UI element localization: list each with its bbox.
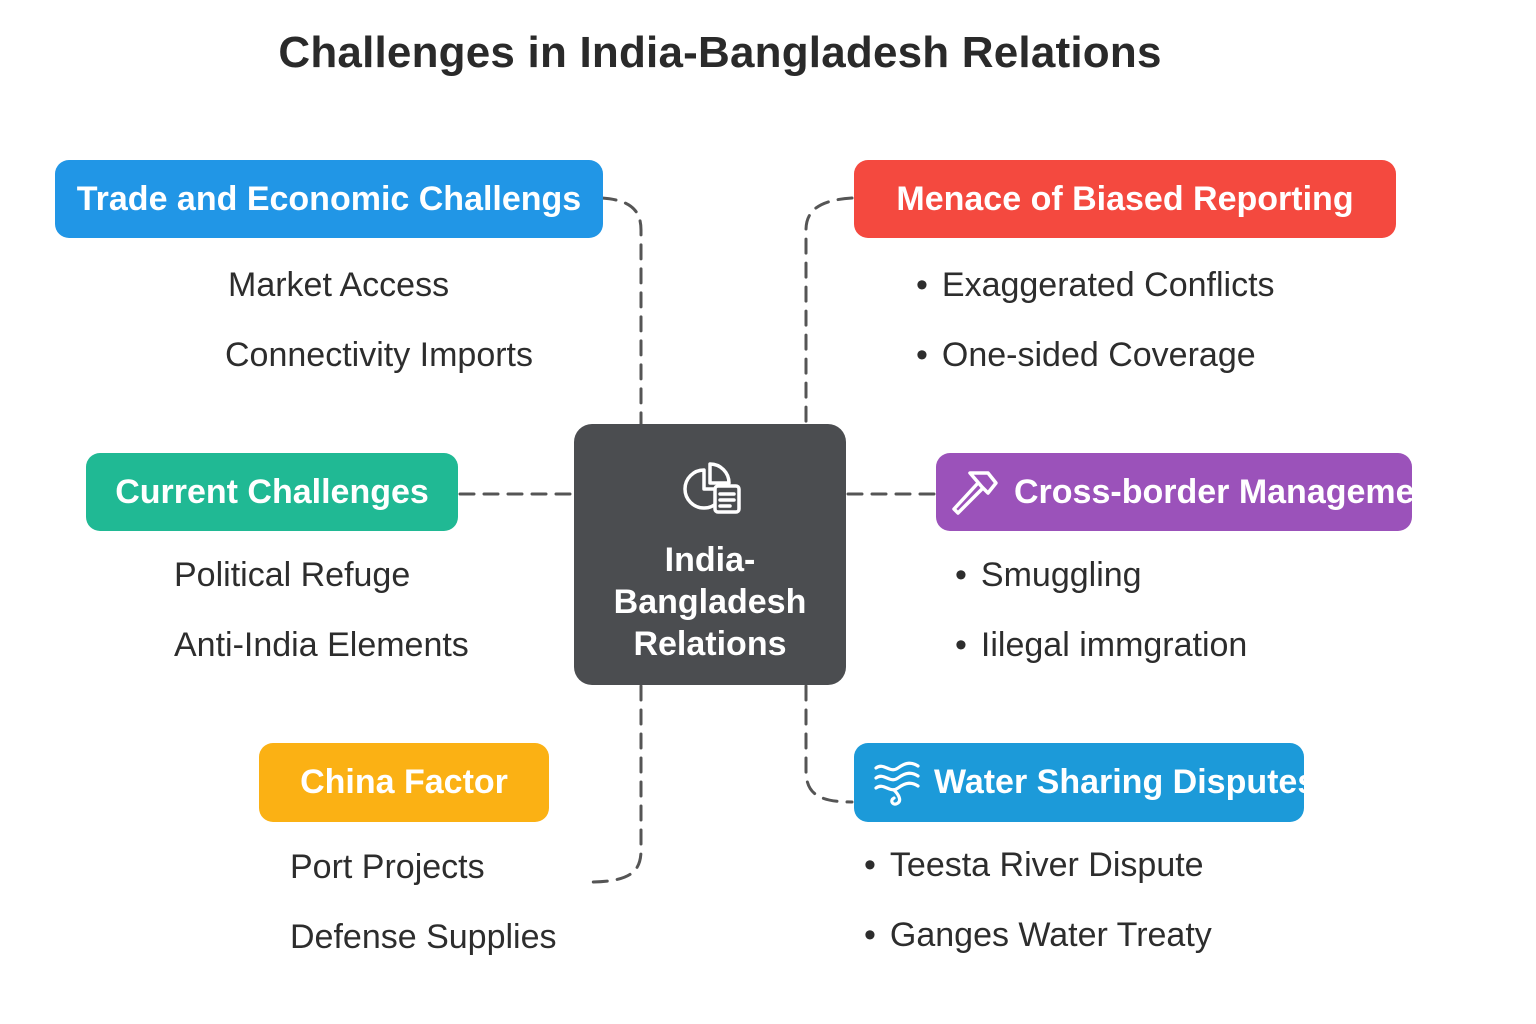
- bullet: •: [916, 336, 928, 374]
- trade-item-1: Market Access: [228, 266, 450, 304]
- media-item-2: • One-sided Coverage: [916, 336, 1256, 375]
- water-sharing-label: Water Sharing Disputes: [934, 763, 1304, 801]
- border-item-2: • Iilegal immgration: [955, 626, 1247, 665]
- water-item-1-text: Teesta River Dispute: [889, 846, 1204, 884]
- media-item-1-text: Exaggerated Conflicts: [941, 266, 1275, 304]
- bullet: •: [864, 916, 876, 954]
- china-factor-label: China Factor: [300, 763, 508, 801]
- connector-water: [804, 684, 854, 804]
- current-challenges-pill: Current Challenges: [86, 453, 458, 531]
- water-item-1: • Teesta River Dispute: [864, 846, 1204, 885]
- border-item-2-text: Iilegal immgration: [980, 626, 1248, 664]
- center-title-line-1: India-: [664, 541, 756, 579]
- water-sharing-pill: Water Sharing Disputes: [854, 743, 1304, 822]
- border-item-1: • Smuggling: [955, 556, 1142, 595]
- biased-reporting-pill: Menace of Biased Reporting: [854, 160, 1396, 238]
- border-item-1-text: Smuggling: [980, 556, 1142, 594]
- cross-border-label: Cross-border Managemen: [1014, 472, 1412, 511]
- hammer-icon: [948, 467, 1002, 517]
- biased-reporting-label: Menace of Biased Reporting: [896, 179, 1354, 218]
- trade-economic-pill: Trade and Economic Challengs: [55, 160, 603, 238]
- center-node: India- Bangladesh Relations: [574, 424, 846, 685]
- water-waves-icon: [872, 758, 922, 808]
- connector-trade: [600, 196, 643, 426]
- media-item-2-text: One-sided Coverage: [941, 336, 1256, 374]
- bullet: •: [916, 266, 928, 304]
- current-challenges-label: Current Challenges: [115, 472, 429, 511]
- current-item-2: Anti-India Elements: [174, 626, 469, 664]
- connector-china: [586, 684, 643, 884]
- media-item-1: • Exaggerated Conflicts: [916, 266, 1275, 305]
- bullet: •: [955, 556, 967, 594]
- china-factor-pill: China Factor: [259, 743, 549, 822]
- water-item-2-text: Ganges Water Treaty: [889, 916, 1212, 954]
- cross-border-pill: Cross-border Managemen: [936, 453, 1412, 531]
- current-item-1: Political Refuge: [174, 556, 411, 594]
- water-item-2: • Ganges Water Treaty: [864, 916, 1212, 955]
- china-item-1: Port Projects: [290, 848, 485, 886]
- pie-chart-document-icon: [677, 460, 743, 521]
- china-item-2: Defense Supplies: [290, 918, 557, 956]
- connector-media: [804, 196, 854, 426]
- page-title: Challenges in India-Bangladesh Relations: [278, 28, 1162, 77]
- bullet: •: [955, 626, 967, 664]
- trade-item-2: Connectivity Imports: [225, 336, 533, 374]
- center-title: India- Bangladesh Relations: [595, 539, 825, 665]
- bullet: •: [864, 846, 876, 884]
- center-title-line-2: Bangladesh: [613, 583, 807, 621]
- center-title-line-3: Relations: [633, 625, 787, 663]
- trade-economic-label: Trade and Economic Challengs: [76, 179, 582, 218]
